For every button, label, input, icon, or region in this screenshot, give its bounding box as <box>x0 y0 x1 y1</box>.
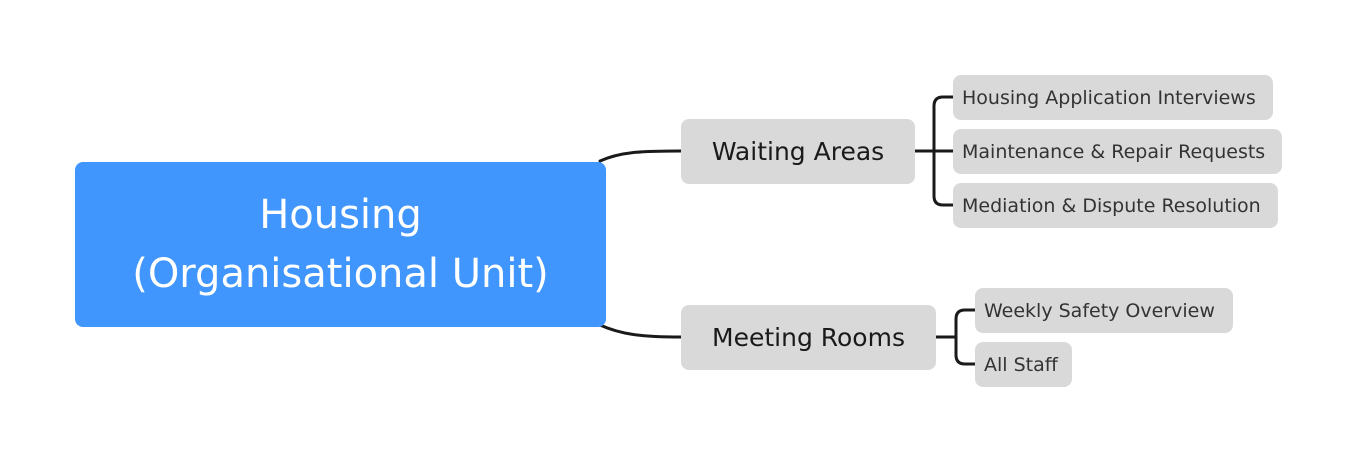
connector-root-meeting-rooms <box>598 323 683 339</box>
branch-meeting-rooms[interactable]: Meeting Rooms <box>681 305 936 370</box>
branch-waiting-areas[interactable]: Waiting Areas <box>681 119 915 184</box>
root-topic-subtitle: (Organisational Unit) <box>132 250 549 297</box>
leaf-label: Weekly Safety Overview <box>984 299 1215 322</box>
connector-root-waiting-areas <box>598 149 683 163</box>
leaf-label: Mediation & Dispute Resolution <box>962 194 1261 217</box>
leaf-mediation-dispute-resolution[interactable]: Mediation & Dispute Resolution <box>953 183 1278 228</box>
leaf-maintenance-repair-requests[interactable]: Maintenance & Repair Requests <box>953 129 1282 174</box>
leaf-label: Maintenance & Repair Requests <box>962 140 1266 163</box>
branch-label: Waiting Areas <box>711 137 885 166</box>
leaf-weekly-safety-overview[interactable]: Weekly Safety Overview <box>975 288 1233 333</box>
leaf-housing-application-interviews[interactable]: Housing Application Interviews <box>953 75 1273 120</box>
root-topic-housing[interactable]: Housing (Organisational Unit) <box>75 162 606 327</box>
leaf-label: Housing Application Interviews <box>962 86 1256 109</box>
branch-label: Meeting Rooms <box>712 323 905 352</box>
leaf-label: All Staff <box>984 353 1058 376</box>
leaf-all-staff[interactable]: All Staff <box>975 342 1072 387</box>
root-topic-title: Housing <box>259 191 422 238</box>
connector-meeting-rooms-bracket <box>954 308 977 366</box>
